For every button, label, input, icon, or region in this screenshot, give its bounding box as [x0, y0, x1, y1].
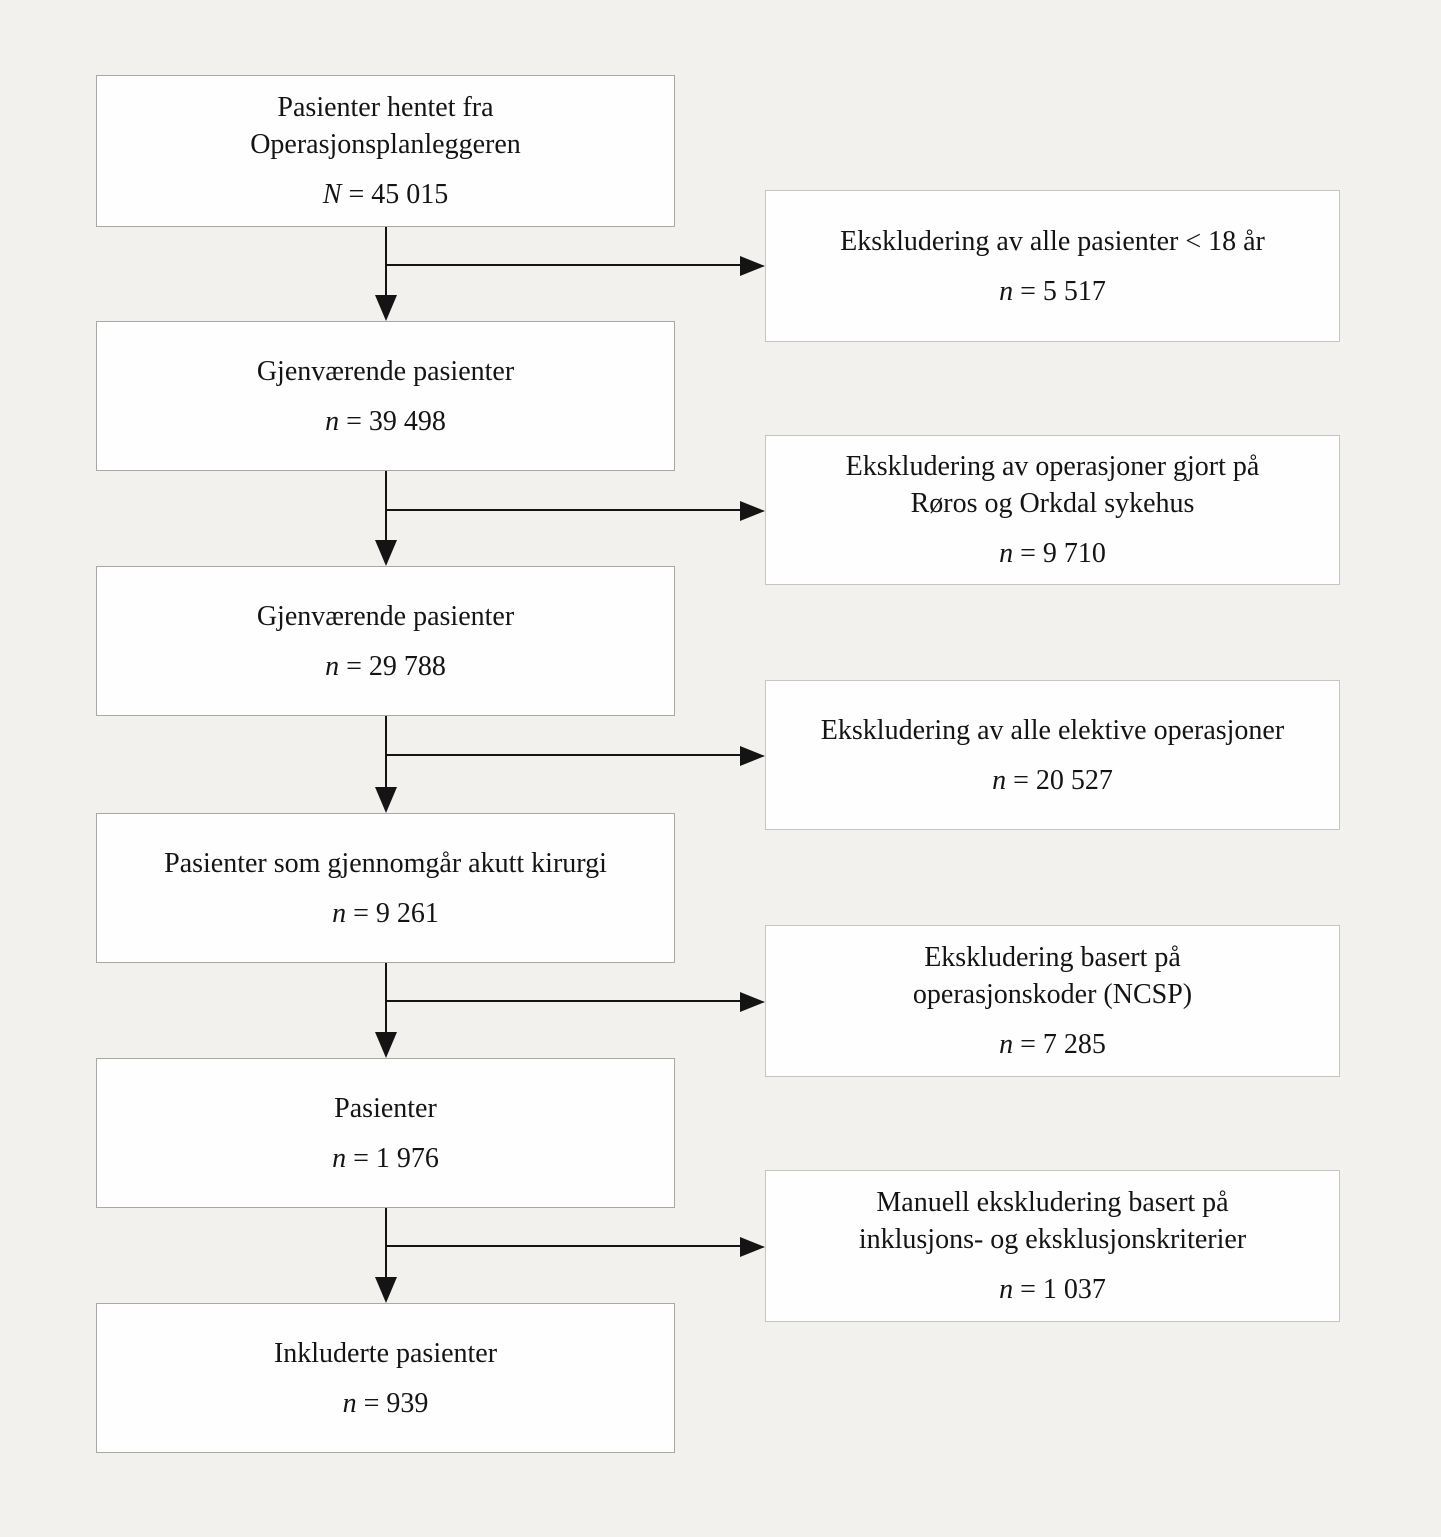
flow-box-title: Gjenværende pasienter [257, 354, 514, 391]
exclusion-box-title: Manuell ekskludering basert på inklusjon… [859, 1185, 1246, 1259]
title-line: Inkluderte pasienter [273, 1337, 498, 1369]
exclusion-box-count: n = 1 037 [999, 1274, 1106, 1306]
flow-box-remaining-1: Gjenværende pasienter n = 39 498 [96, 321, 675, 471]
exclusion-box-count: n = 7 285 [999, 1029, 1106, 1061]
exclusion-box-count: n = 5 517 [999, 275, 1106, 307]
flow-box-title: Pasienter hentet fra Operasjonsplanlegge… [250, 90, 521, 164]
flow-box-count: n = 1 976 [332, 1142, 439, 1174]
exclusion-box-elective: Ekskludering av alle elektive operasjone… [765, 680, 1340, 830]
right-arrowhead-icon [740, 501, 765, 521]
right-arrowhead-icon [740, 1237, 765, 1257]
title-line: Operasjonsplanleggeren [250, 129, 521, 161]
exclusion-box-manual: Manuell ekskludering basert på inklusjon… [765, 1170, 1340, 1322]
flow-box-patients: Pasienter n = 1 976 [96, 1058, 675, 1208]
exclusion-box-count: n = 9 710 [999, 538, 1106, 570]
flow-box-title: Pasienter som gjennomgår akutt kirurgi [164, 846, 607, 883]
down-arrowhead-icon [375, 1032, 397, 1058]
title-line: operasjonskoder (NCSP) [912, 979, 1193, 1011]
connector-horizontal-2 [386, 509, 740, 511]
title-line: Gjenværende pasienter [256, 355, 515, 387]
flow-box-title: Gjenværende pasienter [257, 599, 514, 636]
exclusion-box-count: n = 20 527 [992, 764, 1113, 796]
flow-box-included: Inkluderte pasienter n = 939 [96, 1303, 675, 1453]
connector-horizontal-1 [386, 264, 740, 266]
flow-box-title: Pasienter [334, 1091, 437, 1128]
title-line: Pasienter som gjennomgår akutt kirurgi [164, 847, 607, 879]
exclusion-box-title: Ekskludering av alle pasienter < 18 år [840, 224, 1265, 261]
title-line: Pasienter [334, 1092, 437, 1124]
flow-box-title: Inkluderte pasienter [274, 1336, 497, 1373]
exclusion-box-under-18: Ekskludering av alle pasienter < 18 år n… [765, 190, 1340, 342]
flow-box-count: n = 39 498 [325, 405, 446, 437]
right-arrowhead-icon [740, 746, 765, 766]
flow-box-count: n = 9 261 [332, 897, 439, 929]
right-arrowhead-icon [740, 992, 765, 1012]
flow-box-count: N = 45 015 [322, 179, 449, 211]
title-line: Manuell ekskludering basert på [876, 1187, 1229, 1219]
title-line: Ekskludering av alle pasienter < 18 år [840, 225, 1265, 257]
connector-horizontal-3 [386, 754, 740, 756]
connector-horizontal-4 [386, 1000, 740, 1002]
connector-vertical-2 [385, 471, 387, 541]
connector-vertical-3 [385, 716, 387, 788]
down-arrowhead-icon [375, 1277, 397, 1303]
right-arrowhead-icon [740, 256, 765, 276]
flow-box-remaining-2: Gjenværende pasienter n = 29 788 [96, 566, 675, 716]
title-line: Pasienter hentet fra [277, 92, 494, 124]
connector-vertical-4 [385, 963, 387, 1033]
exclusion-box-title: Ekskludering basert på operasjonskoder (… [913, 940, 1192, 1014]
exclusion-box-hospitals: Ekskludering av operasjoner gjort på Rør… [765, 435, 1340, 585]
title-line: inklusjons- og eksklusjonskriterier [858, 1224, 1247, 1256]
connector-horizontal-5 [386, 1245, 740, 1247]
title-line: Ekskludering av operasjoner gjort på [845, 451, 1260, 483]
connector-vertical-1 [385, 227, 387, 297]
exclusion-box-title: Ekskludering av operasjoner gjort på Rør… [846, 449, 1260, 523]
flow-box-acute-surgery: Pasienter som gjennomgår akutt kirurgi n… [96, 813, 675, 963]
flow-box-count: n = 29 788 [325, 650, 446, 682]
title-line: Røros og Orkdal sykehus [910, 488, 1195, 520]
title-line: Ekskludering av alle elektive operasjone… [820, 714, 1285, 746]
down-arrowhead-icon [375, 295, 397, 321]
connector-vertical-5 [385, 1208, 387, 1278]
title-line: Ekskludering basert på [924, 942, 1181, 974]
down-arrowhead-icon [375, 540, 397, 566]
flow-box-source: Pasienter hentet fra Operasjonsplanlegge… [96, 75, 675, 227]
down-arrowhead-icon [375, 787, 397, 813]
exclusion-box-ncsp: Ekskludering basert på operasjonskoder (… [765, 925, 1340, 1077]
title-line: Gjenværende pasienter [256, 600, 515, 632]
exclusion-box-title: Ekskludering av alle elektive operasjone… [821, 713, 1284, 750]
flow-box-count: n = 939 [342, 1387, 429, 1419]
